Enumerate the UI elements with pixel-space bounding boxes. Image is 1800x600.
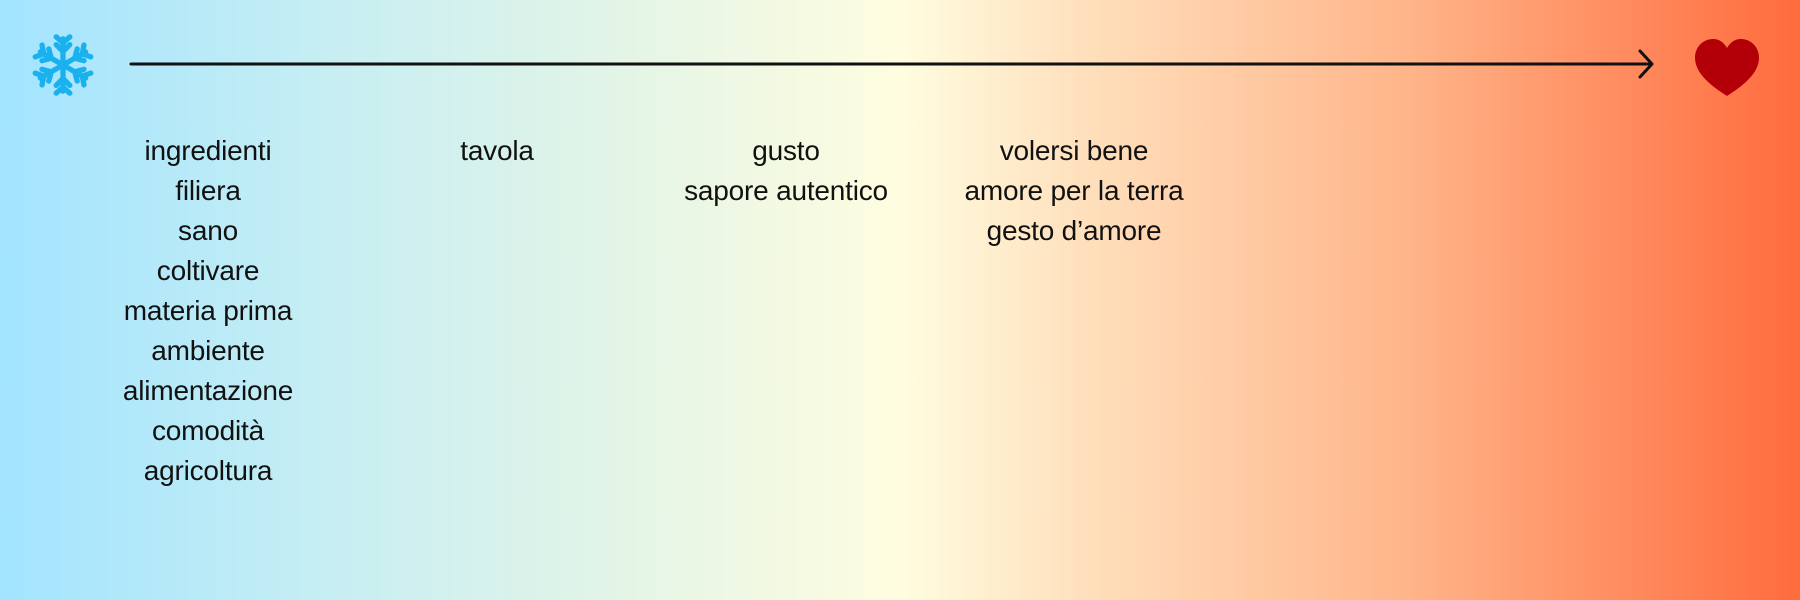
term-ambiente: ambiente	[151, 335, 265, 366]
term-materia-prima: materia prima	[123, 295, 293, 326]
term-gesto-damore: gesto d’amore	[986, 215, 1162, 246]
term-sano: sano	[178, 215, 238, 246]
term-tavola: tavola	[460, 135, 534, 166]
scale-arrow	[129, 49, 1654, 79]
snowflake-icon	[32, 34, 94, 96]
term-gusto: gusto	[752, 135, 820, 166]
term-comodita: comodità	[151, 415, 264, 446]
arrow-head	[1638, 49, 1654, 79]
term-sapore-autentico: sapore autentico	[684, 175, 888, 206]
term-agricoltura: agricoltura	[143, 455, 273, 486]
term-ingredienti: ingredienti	[144, 135, 272, 166]
term-column-warm: gusto sapore autentico	[636, 131, 936, 211]
term-volersi-bene: volersi bene	[999, 135, 1149, 166]
term-amore-per-la-terra: amore per la terra	[964, 175, 1184, 206]
term-filiera: filiera	[175, 175, 241, 206]
term-alimentazione: alimentazione	[122, 375, 294, 406]
term-column-cold: ingredienti filiera sano coltivare mater…	[58, 131, 358, 491]
heart-icon	[1695, 39, 1759, 96]
term-column-hot: volersi bene amore per la terra gesto d’…	[924, 131, 1224, 251]
term-column-cool: tavola	[347, 131, 647, 171]
term-coltivare: coltivare	[156, 255, 260, 286]
